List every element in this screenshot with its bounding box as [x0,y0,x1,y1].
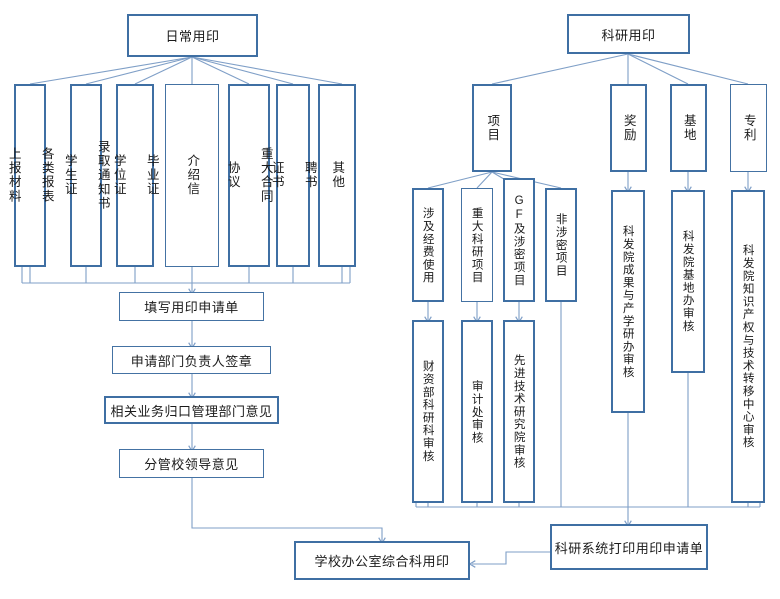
node-project-subtype-gf-classified-project[interactable]: GF及涉密项目 [503,178,535,302]
node-review-achievement-industry-university-office[interactable]: 科发院成果与产学研办审核 [611,190,645,413]
step-department-head-signature[interactable]: 申请部门负责人签章 [112,346,271,374]
node-label: 科发院知识产权与技术转移中心审核 [741,244,755,449]
node-category-major-contract-agreement[interactable]: 重大合同 协议 [226,84,273,267]
node-label: 项目 [485,113,500,143]
node-label: 毕业证 学位证 [111,154,159,197]
node-project-subtype-involves-funding[interactable]: 涉及经费使用 [412,188,444,302]
node-review-advanced-technology-institute[interactable]: 先进技术研究院审核 [503,320,535,503]
node-review-audit-office[interactable]: 审计处审核 [461,320,493,503]
node-label: 先进技术研究院审核 [512,353,526,470]
node-label: 基地 [681,113,696,143]
node-category-forms-and-reports[interactable]: 各类报表 上报材料 [7,84,54,267]
node-research-seal-root[interactable]: 科研用印 [567,14,690,54]
step-vice-president-opinion[interactable]: 分管校领导意见 [119,449,264,478]
node-label: 科研系统打印用印申请单 [554,540,704,556]
node-research-category-patent[interactable]: 专利 [730,84,767,172]
node-label: 科发院成果与产学研办审核 [621,224,635,379]
node-category-appointment-certificate[interactable]: 聘书 证书 [270,84,317,267]
node-label: 介绍信 [185,154,200,197]
node-label: 财资部科研科审核 [421,360,435,463]
node-label: 专利 [741,113,756,143]
node-category-admission-notice-student-id[interactable]: 录取通知书 学生证 [63,84,110,267]
node-category-introduction-letter[interactable]: 介绍信 [165,84,219,267]
node-research-category-base[interactable]: 基地 [670,84,707,172]
node-review-base-office[interactable]: 科发院基地办审核 [671,190,705,373]
node-label: 各类报表 上报材料 [6,147,54,204]
node-review-ip-technology-transfer-center[interactable]: 科发院知识产权与技术转移中心审核 [731,190,765,503]
node-label: 学校办公室综合科用印 [314,554,450,569]
node-category-graduation-degree-certificate[interactable]: 毕业证 学位证 [112,84,159,267]
node-label: 非涉密项目 [554,213,568,277]
node-label: 科研用印 [601,27,656,43]
node-project-subtype-major-research-project[interactable]: 重大科研项目 [461,188,493,302]
node-label: 录取通知书 学生证 [62,140,110,211]
node-category-other[interactable]: 其他 [318,84,356,267]
node-research-category-project[interactable]: 项目 [472,84,512,172]
node-label: 申请部门负责人签章 [130,353,253,369]
node-label: 相关业务归口管理部门意见 [110,403,273,419]
node-review-finance-research-section[interactable]: 财资部科研科审核 [412,320,444,503]
node-label: 重大科研项目 [470,206,484,284]
node-label: 奖励 [621,113,636,143]
node-label: 日常用印 [165,29,220,44]
node-project-subtype-non-classified-project[interactable]: 非涉密项目 [545,188,577,302]
step-research-system-print-application[interactable]: 科研系统打印用印申请单 [550,524,708,570]
node-label: 重大合同 协议 [225,147,273,204]
node-label: 科发院基地办审核 [681,230,695,333]
step-business-management-department-opinion[interactable]: 相关业务归口管理部门意见 [104,396,279,424]
node-label: GF及涉密项目 [512,193,526,287]
node-label: 聘书 证书 [269,161,317,190]
node-label: 其他 [330,161,345,190]
node-final-school-office-general-section-seal[interactable]: 学校办公室综合科用印 [294,541,470,580]
node-label: 涉及经费使用 [421,206,435,284]
node-label: 填写用印申请单 [144,300,239,315]
node-label: 分管校领导意见 [144,457,239,472]
node-label: 审计处审核 [470,379,484,444]
step-fill-seal-application-form[interactable]: 填写用印申请单 [119,292,264,321]
node-daily-seal-root[interactable]: 日常用印 [127,14,258,57]
node-research-category-award[interactable]: 奖励 [610,84,647,172]
